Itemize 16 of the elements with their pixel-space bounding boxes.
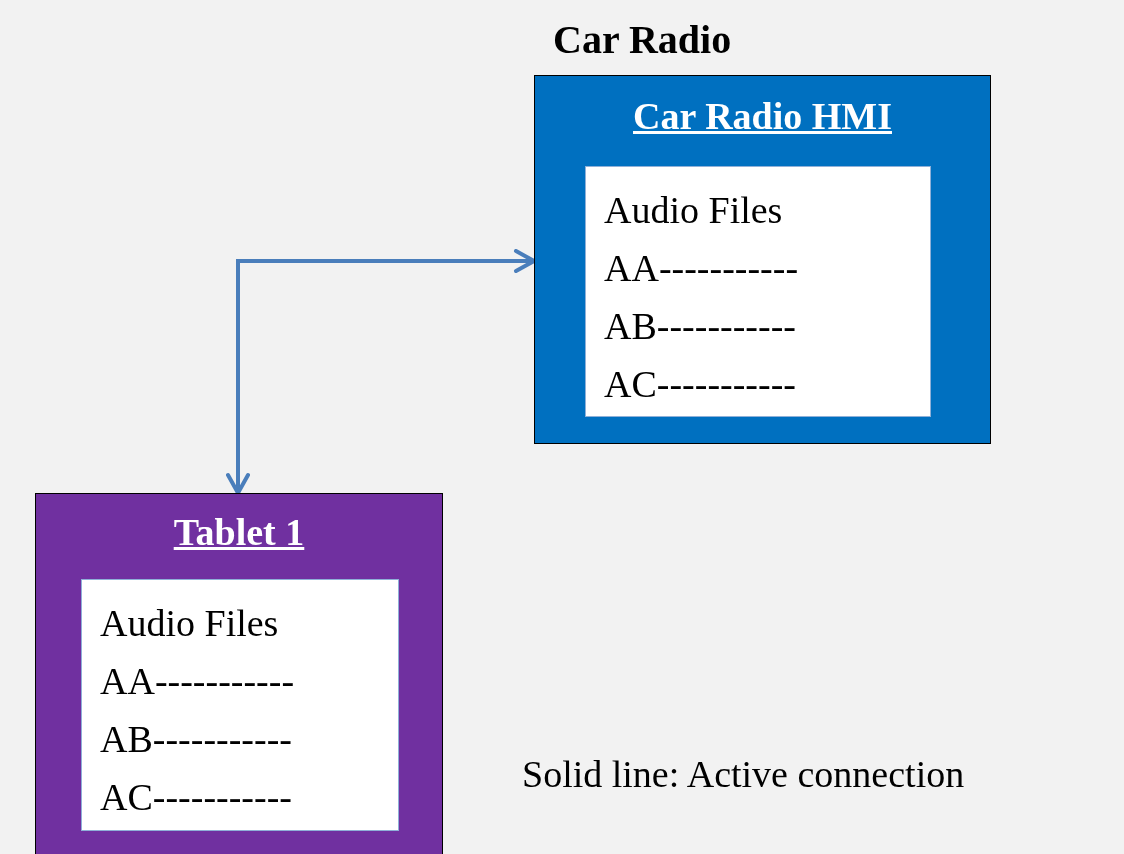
device-title: Car Radio (553, 16, 732, 63)
device-heading: Car Radio HMI (632, 94, 893, 138)
note-text: Solid line: Active connection (522, 752, 965, 796)
file-entry: AA----------- (100, 659, 295, 704)
device-box (35, 493, 443, 854)
file-entry: AB----------- (604, 304, 796, 349)
device-heading: Tablet 1 (172, 510, 306, 554)
list-heading: Audio Files (100, 601, 279, 646)
file-list-panel (81, 579, 399, 831)
list-heading: Audio Files (604, 188, 783, 233)
file-entry: AB----------- (100, 717, 292, 762)
file-entry: AA----------- (604, 246, 799, 291)
file-entry: AC----------- (604, 362, 796, 407)
connection-arrow (226, 249, 536, 495)
file-entry: AC----------- (100, 775, 292, 820)
file-list-panel (585, 166, 931, 417)
